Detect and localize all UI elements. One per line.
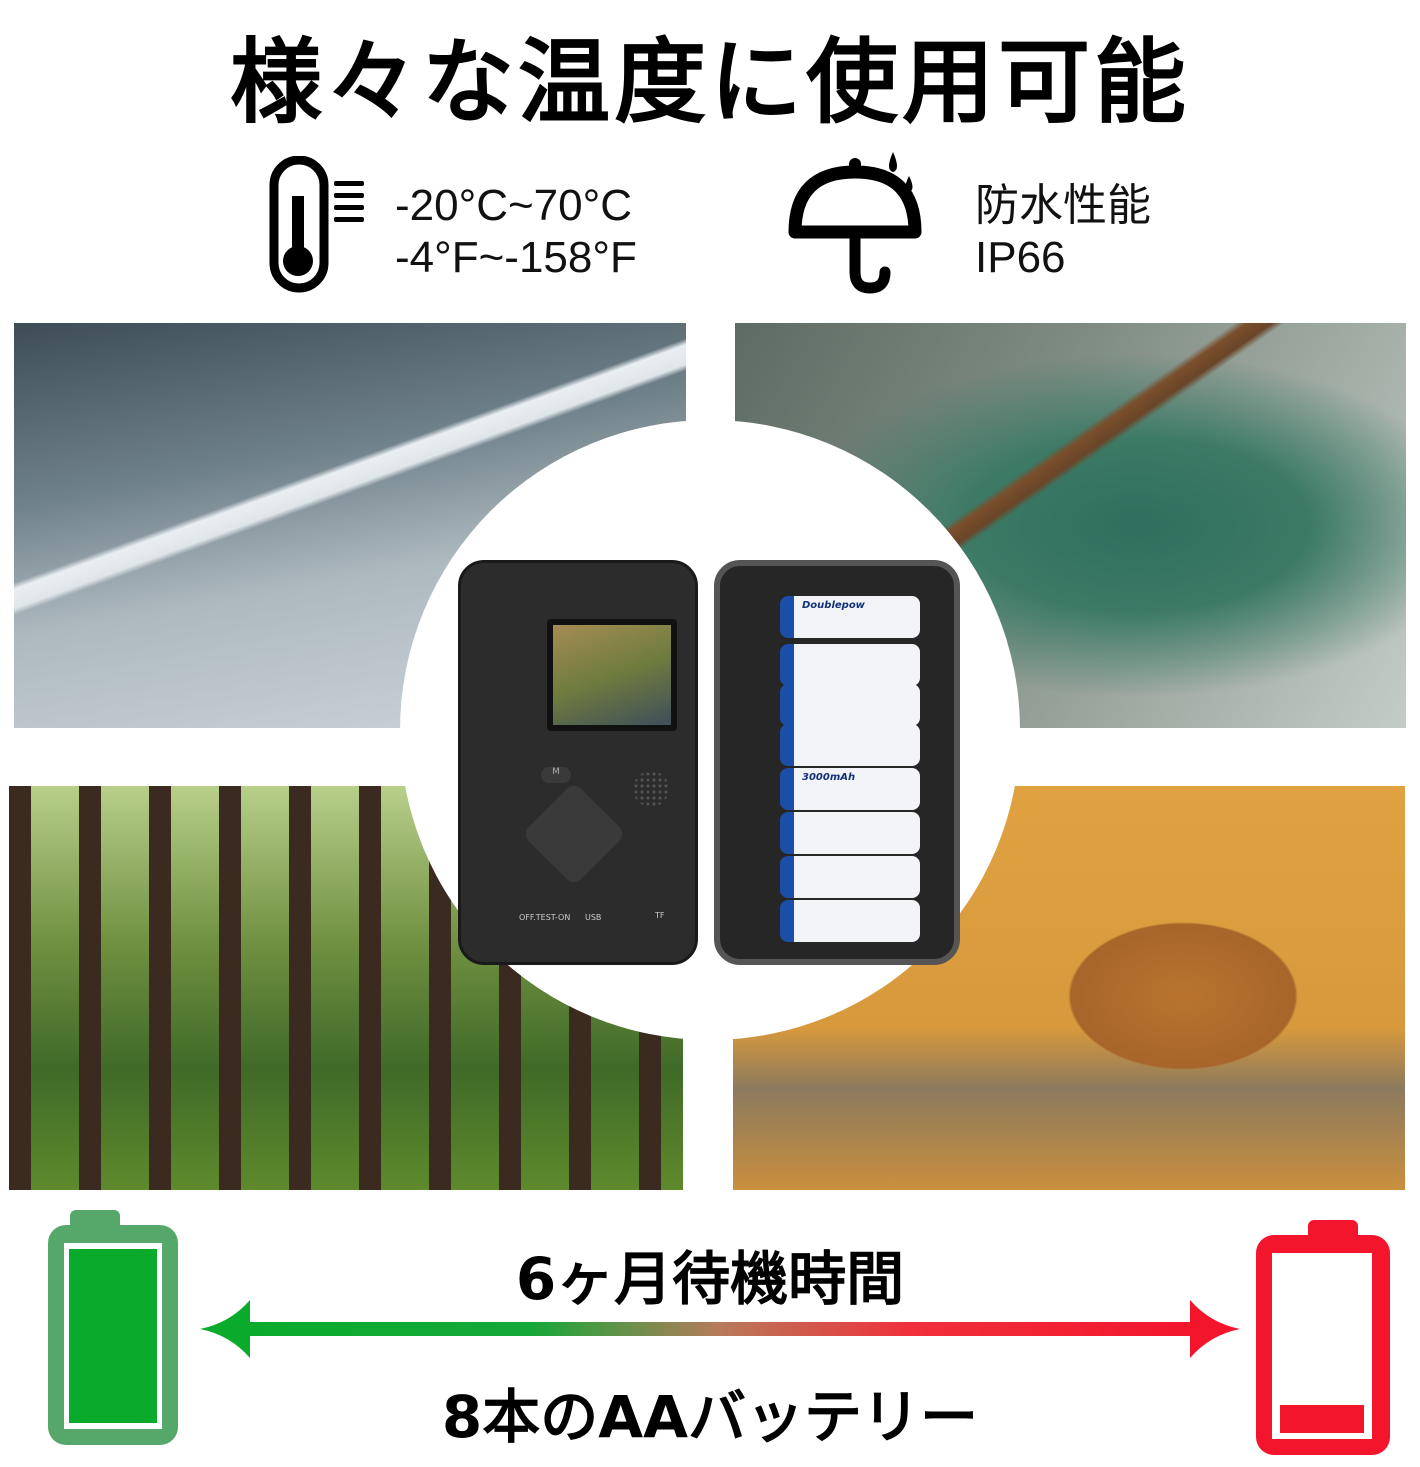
battery-compartment: Doublepow 3000mAh (714, 560, 960, 965)
thermometer-icon (269, 156, 364, 293)
celsius-range: -20°C~70°C (395, 181, 632, 230)
temperature-range: -20°C~70°C -4°F~-158°F (395, 180, 637, 284)
battery-count-label: 8本のAAバッテリー (441, 1383, 979, 1451)
usb-label: USB (585, 913, 602, 922)
umbrella-rain-icon (788, 152, 922, 294)
aa-battery (780, 684, 920, 726)
waterproof-label: 防水性能 (975, 181, 1151, 230)
standby-time-label: 6ヶ月待機時間 (515, 1245, 905, 1313)
power-switch-label: OFF.TEST-ON (519, 913, 571, 922)
waterproof-spec: 防水性能 IP66 (975, 180, 1151, 284)
low-battery-icon (1256, 1220, 1390, 1455)
standby-arrow (200, 1300, 1240, 1358)
speaker-grille (633, 771, 669, 807)
aa-battery (780, 724, 920, 766)
aa-battery (780, 900, 920, 942)
aa-battery (780, 856, 920, 898)
mode-button[interactable]: M (541, 767, 571, 783)
fahrenheit-range: -4°F~-158°F (395, 233, 637, 282)
camera-lcd-screen (547, 619, 677, 731)
direction-pad[interactable] (521, 781, 627, 887)
camera-front-panel: M OFF.TEST-ON USB TF (458, 560, 698, 965)
aa-battery: 3000mAh (780, 768, 920, 810)
tf-label: TF (655, 911, 665, 920)
aa-battery (780, 812, 920, 854)
page-title: 様々な温度に使用可能 (229, 29, 1190, 136)
full-battery-icon (48, 1210, 178, 1445)
aa-battery (780, 644, 920, 686)
aa-battery: Doublepow (780, 596, 920, 638)
ip-rating: IP66 (975, 233, 1066, 282)
